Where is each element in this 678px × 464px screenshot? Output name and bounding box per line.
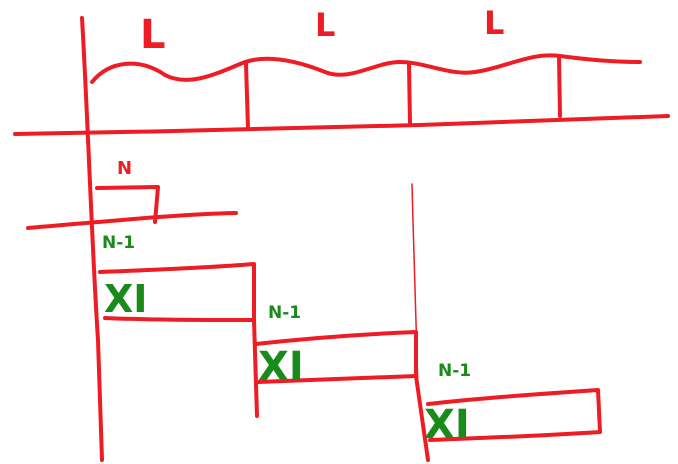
segment-divider-1 <box>244 62 250 130</box>
row-1-block <box>98 262 256 322</box>
segment-label-1: L <box>140 12 166 58</box>
top-block-base-line <box>26 211 238 230</box>
row-1-mark: XI <box>104 277 147 321</box>
horizontal-baseline <box>13 114 670 136</box>
row-3-mark: XI <box>424 402 470 448</box>
main-vertical-axis <box>80 16 104 462</box>
row-2-mark: XI <box>258 344 304 390</box>
row-3-label: N-1 <box>438 361 471 381</box>
row-2-connector <box>252 318 259 418</box>
segment-divider-2 <box>407 63 412 126</box>
top-block <box>95 185 160 224</box>
top-block-label: N <box>117 158 132 179</box>
segment-divider-3 <box>557 54 562 118</box>
segment-label-2: L <box>315 6 335 44</box>
row-3-connector <box>414 374 430 462</box>
row-2-label: N-1 <box>268 303 301 323</box>
row-3-block <box>426 388 602 442</box>
segment-label-3: L <box>484 4 504 42</box>
row-1-label: N-1 <box>102 233 135 253</box>
row-2-block <box>254 330 418 384</box>
wavy-top-edge <box>90 53 642 84</box>
